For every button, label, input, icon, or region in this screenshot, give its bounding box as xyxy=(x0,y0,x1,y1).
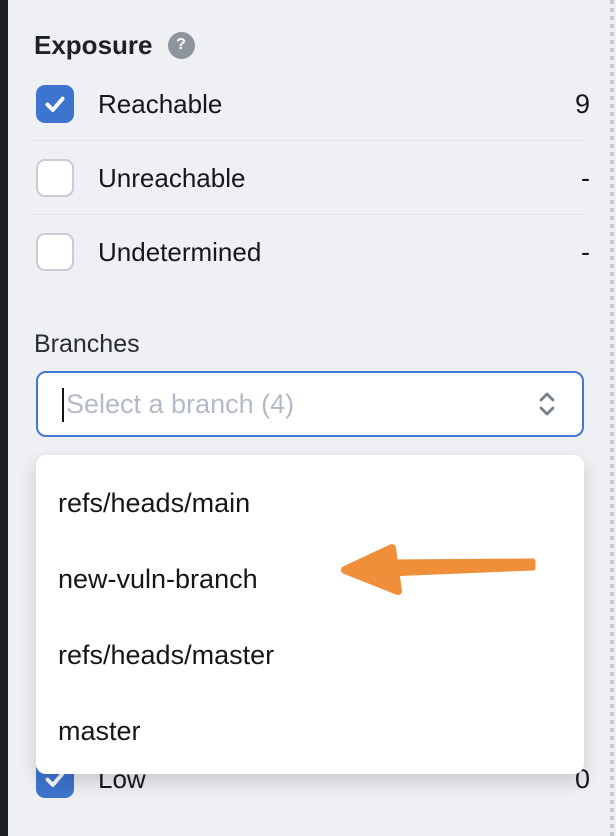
unreachable-checkbox[interactable] xyxy=(36,159,74,197)
unreachable-count: - xyxy=(581,162,590,193)
undetermined-checkbox[interactable] xyxy=(36,233,74,271)
reachable-count: 9 xyxy=(574,88,590,119)
branch-options-dropdown: refs/heads/main new-vuln-branch refs/hea… xyxy=(36,455,584,774)
row-divider xyxy=(30,214,588,215)
branch-option-refs-heads-main[interactable]: refs/heads/main xyxy=(58,487,251,518)
check-icon xyxy=(45,96,65,112)
undetermined-label: Undetermined xyxy=(98,236,262,267)
text-cursor xyxy=(62,388,64,422)
undetermined-count: - xyxy=(581,236,590,267)
branch-search-input[interactable] xyxy=(66,375,512,433)
branch-select-control[interactable] xyxy=(36,371,584,437)
exposure-title: Exposure xyxy=(34,29,153,60)
panel-resize-handle[interactable] xyxy=(610,0,614,836)
reachable-checkbox[interactable] xyxy=(36,85,74,123)
filter-row-reachable: Reachable 9 xyxy=(36,85,590,123)
help-icon[interactable]: ? xyxy=(167,31,195,59)
row-divider xyxy=(30,140,588,141)
app-side-rail xyxy=(0,0,8,836)
branch-option-master[interactable]: master xyxy=(58,715,141,746)
branch-option-new-vuln-branch[interactable]: new-vuln-branch xyxy=(58,563,258,594)
annotation-arrow-icon xyxy=(338,540,538,596)
chevron-up-down-icon[interactable] xyxy=(536,389,558,419)
branch-option-refs-heads-master[interactable]: refs/heads/master xyxy=(58,639,275,670)
branches-title: Branches xyxy=(34,330,140,358)
exposure-section-header: Exposure ? xyxy=(34,30,195,60)
filter-row-undetermined: Undetermined - xyxy=(36,233,590,271)
check-icon xyxy=(45,771,65,787)
unreachable-label: Unreachable xyxy=(98,162,246,193)
reachable-label: Reachable xyxy=(98,88,223,119)
filter-row-unreachable: Unreachable - xyxy=(36,159,590,197)
